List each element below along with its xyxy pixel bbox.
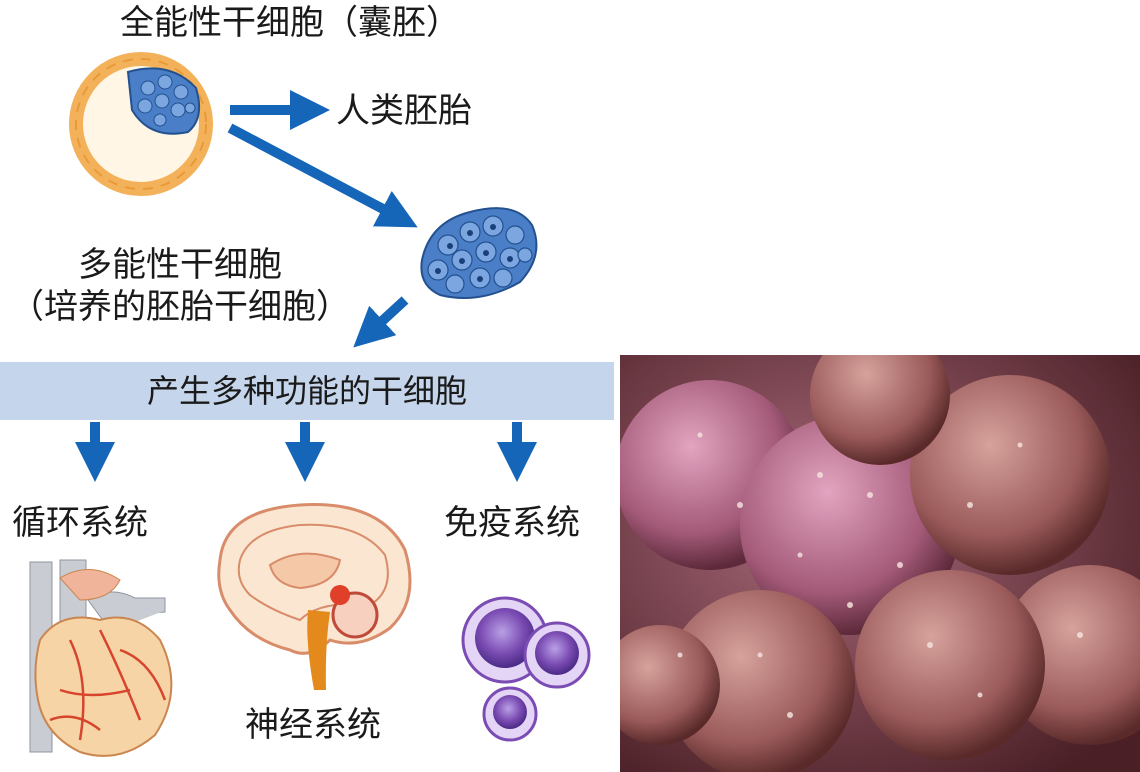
arrows [75,90,537,482]
immune-cells-illustration [461,596,591,742]
circulatory-label: 循环系统 [12,503,148,543]
stem-cell-cluster-illustration [420,207,538,300]
immune-label: 免疫系统 [444,503,580,543]
pluripotent-label-line2: （培养的胚胎干细胞） [10,287,350,327]
brain-illustration [217,503,412,690]
band [0,362,614,420]
nervous-label: 神经系统 [245,705,381,745]
totipotent-label: 全能性干细胞（囊胚） [120,3,460,43]
human-embryo-label: 人类胚胎 [336,91,472,131]
stem-cells-micrograph [620,355,1140,772]
pluripotent-label-line1: 多能性干细胞 [78,245,282,285]
blastocyst-illustration [69,52,213,196]
heart-illustration [29,559,173,757]
band-label: 产生多种功能的干细胞 [146,372,467,410]
